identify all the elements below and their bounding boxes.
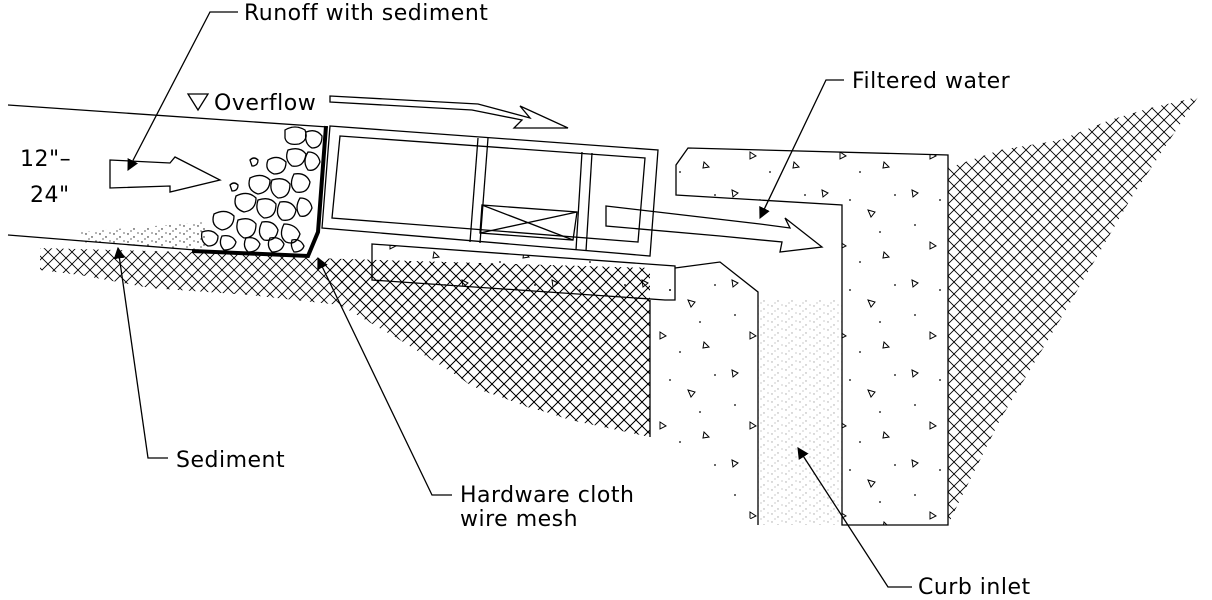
label-overflow: Overflow (214, 91, 316, 116)
runoff-arrow (109, 156, 222, 193)
leader-sediment (113, 246, 168, 459)
label-hardware-2: wire mesh (460, 507, 578, 532)
filtered-water-arrow (605, 205, 824, 253)
curb-wall-left (649, 261, 759, 525)
label-depth-bottom: 24" (30, 183, 70, 208)
label-runoff: Runoff with sediment (244, 1, 488, 26)
label-curb-inlet: Curb inlet (918, 575, 1031, 600)
leader-runoff (127, 11, 238, 172)
rock-aggregate (200, 126, 323, 253)
water-level-icon (186, 93, 210, 112)
leader-curb-inlet (797, 447, 912, 588)
label-hardware-1: Hardware cloth (460, 483, 634, 508)
water-surface-line (7, 104, 329, 128)
soil-left (40, 248, 650, 437)
inlet-cavity (758, 300, 842, 525)
label-filtered: Filtered water (852, 69, 1011, 94)
filter-box (321, 125, 659, 257)
sediment-deposit (80, 222, 205, 250)
label-depth-top: 12"– (20, 147, 71, 172)
soil-right (948, 97, 1198, 525)
label-sediment: Sediment (176, 448, 285, 473)
leader-filtered (759, 79, 844, 220)
hardware-cloth-mesh (191, 125, 328, 259)
overflow-arrow (329, 95, 569, 129)
leader-hardware (317, 256, 452, 496)
